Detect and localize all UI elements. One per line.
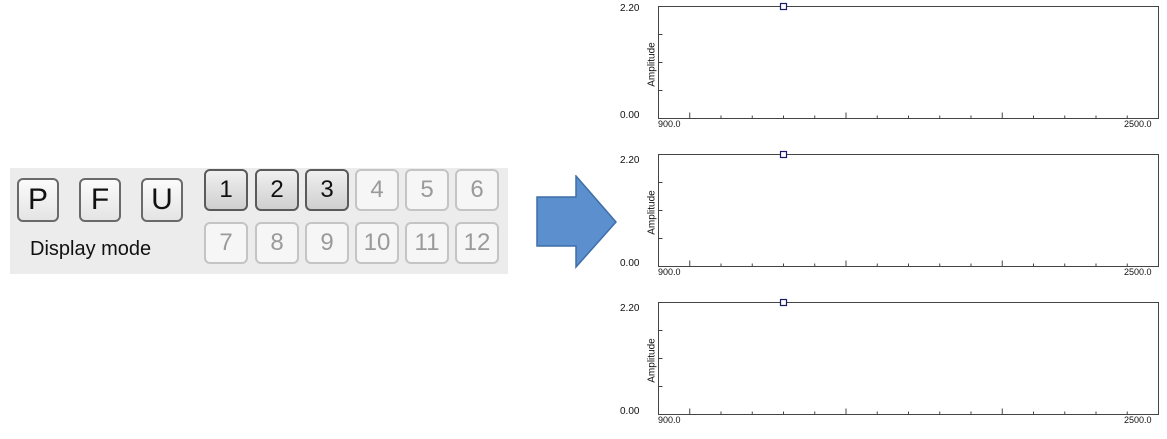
x-min-label: 900.0 [658,267,681,277]
channel-button-11[interactable]: 11 [405,222,449,264]
plot-frame [658,302,1159,415]
mode-button-u[interactable]: U [141,178,183,222]
channel-button-1[interactable]: 1 [204,169,248,211]
y-min-label: 0.00 [620,258,640,269]
arrow-shape [536,175,617,269]
plot-frame [658,6,1159,119]
display-mode-panel: P F U Display mode 1 2 3 4 5 6 7 8 9 10 … [10,168,508,274]
channel-button-4[interactable]: 4 [355,169,399,211]
amplitude-plot-3: 2.20 0.00 Amplitude 900.0 2500.0 [618,298,1167,426]
y-max-label: 2.20 [620,155,640,166]
y-min-label: 0.00 [620,110,640,121]
x-max-label: 2500.0 [1124,267,1152,277]
plot-frame [658,154,1159,267]
channel-button-5[interactable]: 5 [405,169,449,211]
x-max-label: 2500.0 [1124,119,1152,129]
channel-button-12[interactable]: 12 [455,222,499,264]
y-min-label: 0.00 [620,406,640,417]
channel-button-10[interactable]: 10 [355,222,399,264]
amplitude-plot-2: 2.20 0.00 Amplitude 900.0 2500.0 [618,150,1167,278]
x-min-label: 900.0 [658,119,681,129]
channel-button-3[interactable]: 3 [305,169,349,211]
channel-button-7[interactable]: 7 [204,222,248,264]
plot-canvas [658,2,1159,119]
x-min-label: 900.0 [658,415,681,425]
y-max-label: 2.20 [620,303,640,314]
x-max-label: 2500.0 [1124,415,1152,425]
mode-button-f[interactable]: F [79,178,121,222]
channel-button-2[interactable]: 2 [255,169,299,211]
data-point [779,2,788,11]
channel-button-9[interactable]: 9 [305,222,349,264]
display-mode-label: Display mode [30,238,152,260]
y-max-label: 2.20 [620,3,640,14]
plot-canvas [658,298,1159,415]
amplitude-plot-1: 2.20 0.00 Amplitude 900.0 2500.0 [618,2,1167,130]
mode-button-p[interactable]: P [17,178,59,222]
channel-button-6[interactable]: 6 [455,169,499,211]
plot-canvas [658,150,1159,267]
data-point [779,298,788,307]
data-point [779,150,788,159]
right-arrow-icon [536,175,617,269]
channel-button-8[interactable]: 8 [255,222,299,264]
